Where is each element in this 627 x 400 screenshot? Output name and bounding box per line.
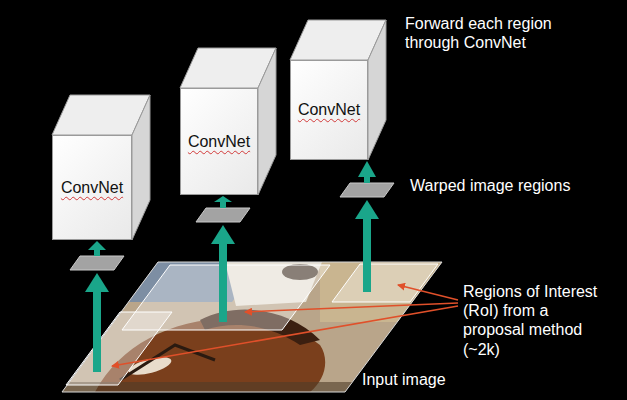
warped-region bbox=[70, 256, 124, 270]
photo-background bbox=[320, 262, 450, 322]
box-label: ConvNet bbox=[61, 178, 123, 197]
arrow-head bbox=[355, 200, 379, 219]
arrow-head bbox=[88, 241, 106, 250]
leader-arrow bbox=[245, 303, 458, 312]
cube-side-face bbox=[258, 48, 276, 195]
annotation-label: Regions of Interest (RoI) from a proposa… bbox=[463, 282, 613, 359]
leader-arrow bbox=[398, 285, 458, 300]
cube-side-face bbox=[132, 95, 150, 240]
warped-region bbox=[340, 183, 394, 197]
box-label: ConvNet bbox=[298, 100, 360, 119]
box-label: ConvNet bbox=[188, 132, 250, 151]
convnet-box: ConvNet bbox=[52, 135, 132, 240]
arrow-head bbox=[214, 196, 232, 202]
annotation-label: Input image bbox=[362, 370, 472, 389]
convnet-box: ConvNet bbox=[180, 88, 258, 195]
arrow-head bbox=[358, 161, 376, 177]
leader-arrow bbox=[112, 306, 458, 366]
arrow-shaft bbox=[363, 217, 371, 292]
arrow-head bbox=[85, 273, 109, 292]
arrow-shaft bbox=[219, 242, 227, 322]
annotation-label: Warped image regions bbox=[410, 176, 615, 195]
arrow-shaft bbox=[93, 290, 101, 372]
convnet-box: ConvNet bbox=[290, 60, 368, 160]
cube-side-face bbox=[368, 20, 386, 160]
warped-region bbox=[196, 208, 250, 222]
annotation-label: Forward each region through ConvNet bbox=[405, 14, 595, 52]
region-of-interest bbox=[332, 264, 438, 302]
arrow-head bbox=[211, 225, 235, 244]
